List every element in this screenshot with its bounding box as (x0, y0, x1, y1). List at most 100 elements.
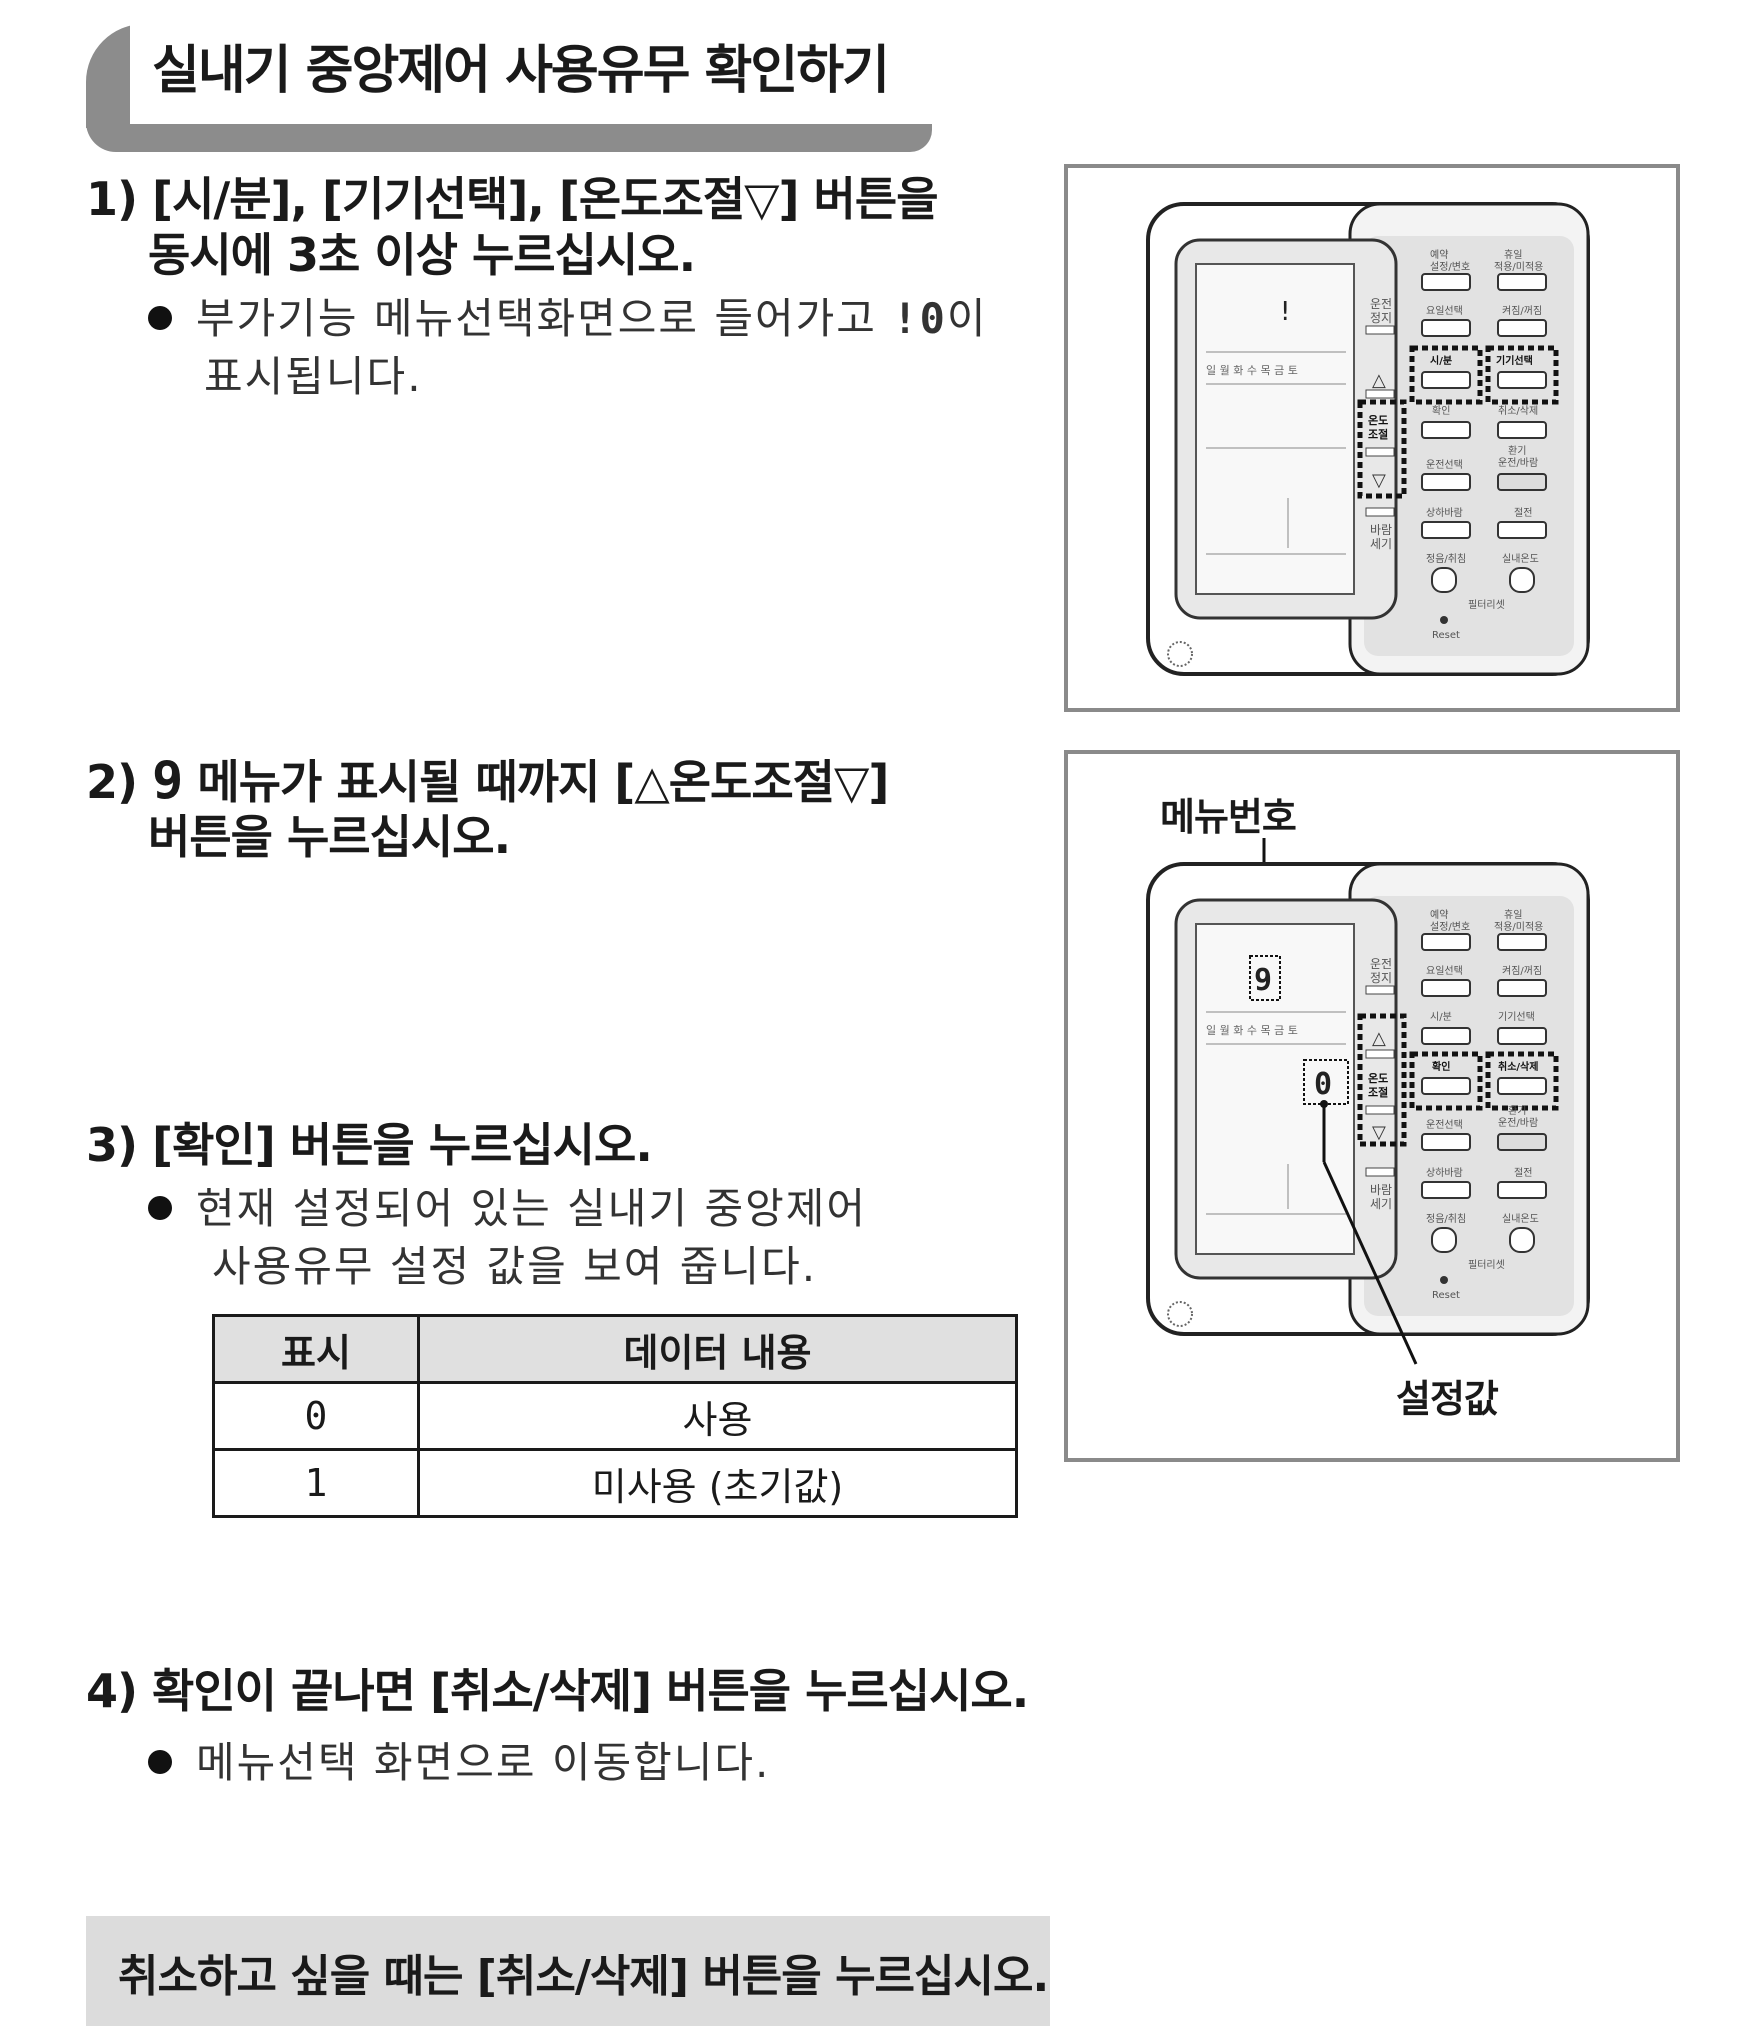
svg-text:운전/바람: 운전/바람 (1498, 1116, 1538, 1129)
svg-text:휴일: 휴일 (1504, 249, 1522, 261)
lcd-days: 일 월 화 수 목 금 토 (1206, 1023, 1298, 1037)
svg-text:정지: 정지 (1370, 311, 1392, 325)
svg-text:상하바람: 상하바람 (1426, 506, 1463, 519)
table-row: 1 미사용 (초기값) (212, 1448, 1018, 1518)
bullet-dot (148, 1195, 172, 1220)
svg-text:취소/삭제: 취소/삭제 (1498, 1060, 1538, 1073)
table-header-content: 데이터 내용 (417, 1314, 1018, 1384)
svg-text:운전: 운전 (1370, 957, 1392, 971)
svg-text:요일선택: 요일선택 (1426, 965, 1463, 977)
lcd-digit: ! (1280, 297, 1290, 327)
svg-text:▽: ▽ (1372, 470, 1386, 491)
svg-text:조절: 조절 (1368, 428, 1388, 441)
svg-text:바람: 바람 (1370, 523, 1392, 537)
svg-text:Reset: Reset (1432, 1290, 1460, 1301)
svg-text:실내온도: 실내온도 (1502, 553, 1539, 565)
table-cell-display: 1 (212, 1448, 420, 1518)
svg-text:온도: 온도 (1368, 414, 1388, 427)
step-1-bullet-line-2: 표시됩니다. (204, 352, 423, 401)
step-2-number: 2) (86, 755, 138, 809)
svg-text:상하바람: 상하바람 (1426, 1166, 1463, 1179)
step-1-line-1: 1) [시/분], [기기선택], [온도조절▽] 버튼을 (86, 172, 939, 226)
svg-text:휴일: 휴일 (1504, 909, 1522, 921)
segment-digit-9: 9 (152, 751, 183, 811)
lcd-days: 일 월 화 수 목 금 토 (1206, 363, 1298, 377)
table-header-display: 표시 (212, 1314, 420, 1384)
svg-text:적용/미적용: 적용/미적용 (1494, 261, 1543, 273)
step-1-bullet-tail: 이 (946, 294, 988, 343)
svg-text:예약: 예약 (1430, 249, 1448, 261)
svg-text:환기: 환기 (1508, 1105, 1526, 1117)
step-4-line-1: 4) 확인이 끝나면 [취소/삭제] 버튼을 누르십시오. (86, 1664, 1029, 1718)
lcd-value-digit: 0 (1314, 1067, 1332, 1102)
step-3-bullet-text: 현재 설정되어 있는 실내기 중앙제어 (196, 1184, 868, 1233)
page-title: 실내기 중앙제어 사용유무 확인하기 (152, 41, 890, 101)
svg-text:절전: 절전 (1514, 506, 1532, 519)
lcd-menu-digit: 9 (1254, 963, 1272, 998)
step-1-line-2: 동시에 3초 이상 누르십시오. (148, 228, 696, 282)
svg-text:△: △ (1372, 370, 1386, 391)
step-3-bullet-line-2: 사용유무 설정 값을 보여 줍니다. (212, 1242, 818, 1291)
step-2-line-2: 버튼을 누르십시오. (148, 810, 511, 864)
svg-text:운전선택: 운전선택 (1426, 1119, 1463, 1131)
table-cell-content: 미사용 (초기값) (417, 1448, 1018, 1518)
svg-text:설정/변호: 설정/변호 (1430, 261, 1470, 273)
table-cell-content: 사용 (417, 1381, 1018, 1451)
note-text: 취소하고 싶을 때는 [취소/삭제] 버튼을 누르십시오. (118, 1951, 1049, 2002)
remote-controller-illustration: 9 일 월 화 수 목 금 토 0 운전 정지 △ 온도 조절 ▽ 바람 세기 (1146, 838, 1590, 1365)
segment-display-text: !0 (892, 294, 947, 343)
step-3-line-1: 3) [확인] 버튼을 누르십시오. (86, 1118, 653, 1172)
svg-text:정음/취침: 정음/취침 (1426, 553, 1466, 565)
svg-text:시/분: 시/분 (1430, 1011, 1452, 1023)
svg-text:필터리셋: 필터리셋 (1468, 1259, 1505, 1271)
svg-text:취소/삭제: 취소/삭제 (1498, 405, 1538, 417)
svg-text:정음/취침: 정음/취침 (1426, 1213, 1466, 1225)
svg-text:필터리셋: 필터리셋 (1468, 599, 1505, 611)
step-1-bullet: 부가기능 메뉴선택화면으로 들어가고 !0이 (148, 290, 988, 348)
svg-text:정지: 정지 (1370, 971, 1392, 985)
svg-text:운전/바람: 운전/바람 (1498, 456, 1538, 469)
svg-text:설정/변호: 설정/변호 (1430, 921, 1470, 933)
svg-text:△: △ (1372, 1028, 1386, 1049)
svg-text:세기: 세기 (1370, 1197, 1392, 1211)
table-header-row: 표시 데이터 내용 (212, 1314, 1018, 1384)
step-3-bullet: 현재 설정되어 있는 실내기 중앙제어 (148, 1180, 867, 1238)
svg-text:바람: 바람 (1370, 1183, 1392, 1197)
title-tab (86, 24, 932, 152)
svg-text:확인: 확인 (1432, 405, 1450, 417)
svg-text:켜짐/꺼짐: 켜짐/꺼짐 (1502, 305, 1542, 317)
figure-2-panel: 메뉴번호 설정값 9 일 월 화 수 목 금 토 0 운전 정지 △ (1064, 750, 1680, 1462)
svg-text:운전: 운전 (1370, 297, 1392, 311)
figure-1-panel: ! 일 월 화 수 목 금 토 운전 정지 △ 온도 조절 ▽ 바람 세기 예약… (1064, 164, 1680, 712)
table-cell-display: 0 (212, 1381, 420, 1451)
step-4-bullet-text: 메뉴선택 화면으로 이동합니다. (196, 1738, 771, 1787)
svg-text:세기: 세기 (1370, 537, 1392, 551)
step-2-line-1: 2) 9 메뉴가 표시될 때까지 [△온도조절▽] (86, 751, 889, 811)
svg-text:시/분: 시/분 (1430, 355, 1452, 367)
step-4-bullet: 메뉴선택 화면으로 이동합니다. (148, 1734, 770, 1792)
svg-text:▽: ▽ (1372, 1122, 1386, 1143)
svg-text:기기선택: 기기선택 (1496, 354, 1533, 367)
setting-value-label: 설정값 (1396, 1377, 1499, 1421)
remote-controller-illustration: ! 일 월 화 수 목 금 토 운전 정지 △ 온도 조절 ▽ 바람 세기 예약… (1146, 202, 1590, 676)
svg-text:환기: 환기 (1508, 445, 1526, 457)
svg-text:기기선택: 기기선택 (1498, 1011, 1535, 1023)
svg-text:적용/미적용: 적용/미적용 (1494, 921, 1543, 933)
menu-number-label: 메뉴번호 (1160, 795, 1297, 839)
svg-text:절전: 절전 (1514, 1166, 1532, 1179)
svg-text:운전선택: 운전선택 (1426, 459, 1463, 471)
bullet-dot (148, 305, 172, 330)
data-table: 표시 데이터 내용 0 사용 1 미사용 (초기값) (212, 1314, 1018, 1518)
svg-text:요일선택: 요일선택 (1426, 305, 1463, 317)
step-2-text: 메뉴가 표시될 때까지 [△온도조절▽] (197, 755, 889, 809)
step-1-bullet-text: 부가기능 메뉴선택화면으로 들어가고 (196, 294, 877, 343)
svg-text:실내온도: 실내온도 (1502, 1213, 1539, 1225)
svg-text:예약: 예약 (1430, 909, 1448, 921)
svg-text:온도: 온도 (1368, 1072, 1388, 1085)
svg-text:조절: 조절 (1368, 1086, 1388, 1099)
svg-text:확인: 확인 (1432, 1060, 1450, 1073)
bullet-dot (148, 1749, 172, 1774)
svg-text:켜짐/꺼짐: 켜짐/꺼짐 (1502, 965, 1542, 977)
svg-text:Reset: Reset (1432, 630, 1460, 641)
note-box: 취소하고 싶을 때는 [취소/삭제] 버튼을 누르십시오. (86, 1916, 1050, 2026)
